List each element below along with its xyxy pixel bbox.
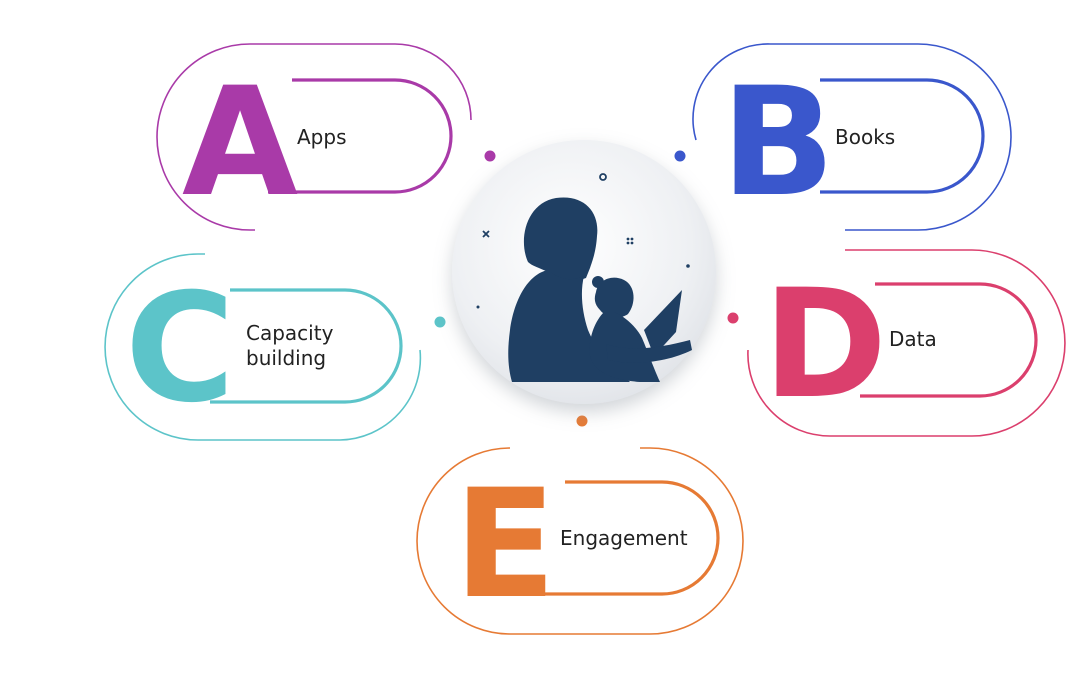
- item-c-outer-outline-right: [339, 349, 422, 441]
- item-e-label: Engagement: [560, 526, 688, 550]
- item-e-connector-dot: [576, 415, 588, 427]
- item-e-letter: E: [454, 458, 556, 632]
- item-d-outer-outline: [830, 249, 1066, 437]
- item-e: E Engagement: [416, 415, 744, 635]
- sparkle-small-dot-icon: [686, 264, 690, 268]
- item-b-letter: B: [721, 56, 835, 230]
- center-circle: [452, 140, 716, 404]
- item-c-letter: C: [125, 262, 235, 436]
- item-e-outer-outline: [416, 447, 650, 635]
- item-a-inner-pill: [268, 78, 453, 194]
- item-c-outer-outline: [104, 253, 340, 441]
- item-d-label: Data: [889, 327, 937, 351]
- item-c-label-line2: building: [246, 346, 326, 370]
- item-e-inner-pill: [540, 480, 720, 596]
- item-a-label: Apps: [297, 125, 347, 149]
- item-b-outer-outline: [770, 43, 1012, 231]
- item-a-connector-dot: [484, 150, 496, 162]
- item-b-label: Books: [835, 125, 895, 149]
- item-d-connector-dot: [727, 312, 739, 324]
- sparkle-ring-icon: [599, 173, 607, 181]
- sparkle-cross-icon: [482, 230, 490, 238]
- item-c-inner-pill: [210, 288, 403, 404]
- item-c: C Capacity building: [104, 253, 446, 441]
- item-a-outer-outline: [156, 43, 395, 231]
- item-b-connector-dot: [674, 150, 686, 162]
- item-d: D Data: [727, 249, 1066, 437]
- item-b-inner-pill: [820, 78, 985, 194]
- item-b-outer-outline-left: [692, 43, 771, 141]
- item-d-inner-pill: [860, 282, 1038, 398]
- item-b: B Books: [674, 43, 1012, 231]
- item-d-outer-outline-left: [747, 349, 831, 437]
- item-e-outer-outline-right: [640, 447, 744, 635]
- sparkle-tiny-dot-icon: [476, 305, 480, 309]
- item-a: A Apps: [156, 43, 496, 231]
- parent-reading-to-child-icon: [508, 197, 692, 382]
- sparkle-dots-icon: [626, 237, 634, 245]
- item-c-connector-dot: [434, 316, 446, 328]
- item-c-label-line1: Capacity: [246, 321, 334, 345]
- item-d-letter: D: [763, 258, 888, 432]
- item-a-outer-outline-right: [394, 43, 472, 121]
- item-a-letter: A: [182, 56, 298, 230]
